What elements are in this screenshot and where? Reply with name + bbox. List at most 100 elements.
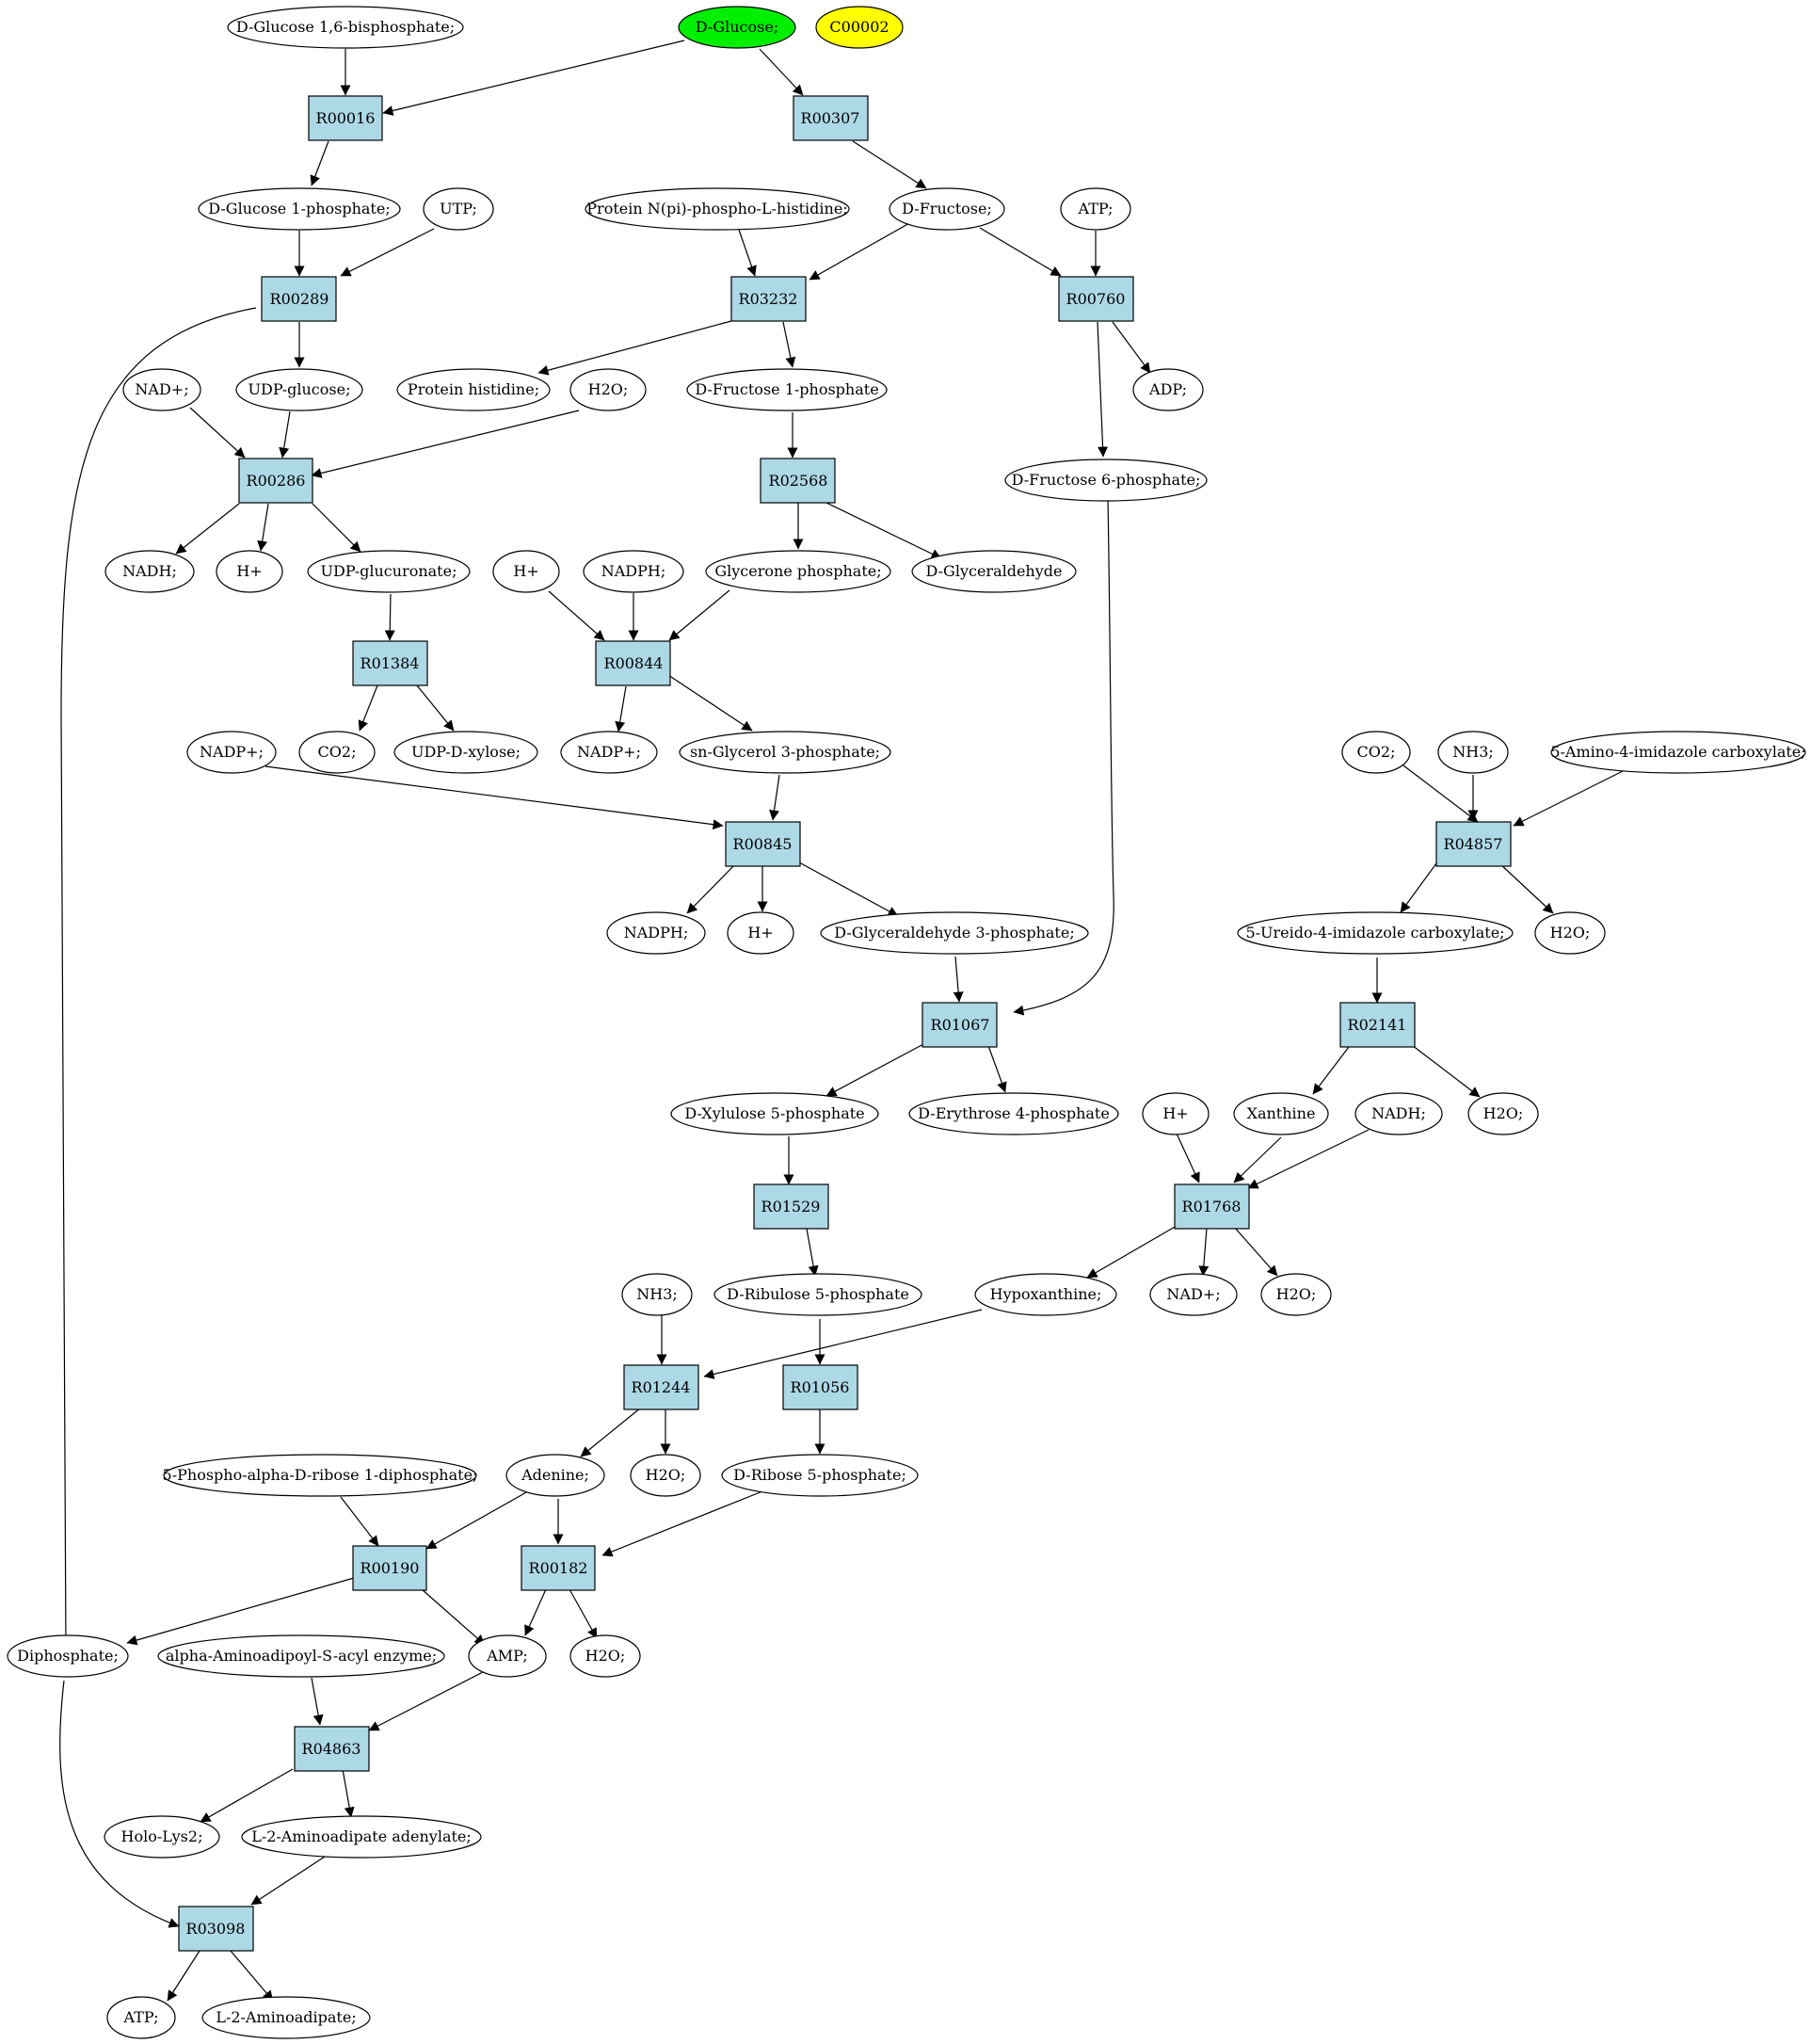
compound-node[interactable]: H2O; (569, 1634, 641, 1678)
compound-node[interactable]: D-Ribulose 5-phosphate (713, 1273, 922, 1316)
edge (126, 1577, 355, 1646)
compound-node[interactable]: UDP-D-xylose; (393, 731, 538, 774)
compound-node[interactable]: D-Glucose 1-phosphate; (198, 187, 401, 231)
compound-label: UDP-glucose; (248, 380, 351, 398)
compound-node[interactable]: D-Xylulose 5-phosphate (670, 1092, 879, 1135)
compound-node[interactable]: NADPH; (583, 550, 684, 593)
compound-node[interactable]: D-Glucose 1,6-bisphosphate; (227, 6, 464, 49)
compound-node[interactable]: Protein N(pi)-phospho-L-histidine; (585, 187, 850, 231)
reaction-node[interactable]: R01384 (352, 640, 428, 686)
compound-node[interactable]: NADPH; (606, 911, 706, 955)
compound-node[interactable]: UDP-glucose; (235, 368, 363, 411)
edge (1513, 769, 1626, 827)
compound-node[interactable]: NAD+; (122, 368, 201, 411)
compound-label: D-Glucose 1,6-bisphosphate; (236, 18, 455, 36)
compound-label: UDP-D-xylose; (411, 743, 521, 761)
compound-node[interactable]: Protein histidine; (396, 368, 551, 411)
compound-node[interactable]: 5-Ureido-4-imidazole carboxylate; (1237, 911, 1514, 955)
compound-node[interactable]: ADP; (1132, 368, 1204, 411)
target-compound-node[interactable]: C00002 (815, 6, 904, 49)
compound-node[interactable]: H+ (1142, 1092, 1210, 1135)
compound-label: UDP-glucuronate; (321, 562, 457, 580)
compound-node[interactable]: NAD+; (1149, 1273, 1238, 1316)
compound-label: D-Xylulose 5-phosphate (684, 1104, 864, 1122)
compound-node[interactable]: D-Fructose 6-phosphate; (1004, 459, 1208, 502)
compound-node[interactable]: H+ (216, 550, 283, 593)
reaction-label: R00289 (270, 290, 329, 308)
reaction-label: R04863 (302, 1740, 361, 1758)
compound-node[interactable]: H2O; (630, 1454, 701, 1497)
reaction-node[interactable]: R00286 (238, 458, 313, 504)
compound-node[interactable]: D-Glyceraldehyde (911, 550, 1077, 593)
compound-node[interactable]: UDP-glucuronate; (307, 550, 471, 593)
compound-label: 5-Phospho-alpha-D-ribose 1-diphosphate; (163, 1466, 478, 1484)
compound-node[interactable]: Diphosphate; (7, 1634, 129, 1678)
reaction-node[interactable]: R00289 (261, 276, 337, 322)
reaction-node[interactable]: R00844 (595, 640, 671, 686)
compound-node[interactable]: NH3; (621, 1273, 693, 1316)
compound-node[interactable]: NH3; (1437, 731, 1509, 774)
compound-label: H+ (513, 562, 538, 580)
compound-node[interactable]: NADP+; (560, 731, 658, 774)
compound-node[interactable]: Adenine; (505, 1454, 605, 1497)
edge (686, 862, 737, 914)
compound-node[interactable]: D-Erythrose 4-phosphate (908, 1092, 1119, 1135)
start-compound-node[interactable]: D-Glucose; (678, 6, 796, 49)
reaction-node[interactable]: R04863 (294, 1726, 370, 1772)
compound-node[interactable]: H+ (492, 550, 560, 593)
reaction-node[interactable]: R00182 (521, 1545, 596, 1591)
reaction-node[interactable]: R01067 (922, 1002, 998, 1048)
reaction-node[interactable]: R00016 (308, 95, 383, 141)
compound-node[interactable]: 5-Phospho-alpha-D-ribose 1-diphosphate; (163, 1454, 478, 1497)
reaction-node[interactable]: R04857 (1435, 821, 1512, 867)
compound-node[interactable]: sn-Glycerol 3-phosphate; (679, 731, 891, 774)
compound-label: NADPH; (601, 562, 666, 580)
compound-node[interactable]: D-Fructose 1-phosphate (686, 368, 888, 411)
edge (667, 674, 753, 732)
reaction-node[interactable]: R00190 (352, 1545, 427, 1591)
compound-node[interactable]: UTP; (423, 187, 494, 231)
reaction-node[interactable]: R00307 (793, 95, 869, 141)
compound-node[interactable]: H2O; (1467, 1092, 1539, 1135)
compound-label: NADH; (1371, 1104, 1426, 1122)
edge (1400, 862, 1437, 913)
compound-node[interactable]: CO2; (298, 731, 376, 774)
compound-node[interactable]: H2O; (1260, 1273, 1332, 1316)
compound-node[interactable]: D-Ribose 5-phosphate; (721, 1454, 919, 1497)
compound-node[interactable]: NADP+; (186, 731, 277, 774)
reaction-node[interactable]: R02141 (1339, 1002, 1416, 1048)
compound-node[interactable]: Hypoxanthine; (974, 1273, 1117, 1316)
compound-node[interactable]: CO2; (1341, 731, 1411, 774)
compound-node[interactable]: ATP; (106, 1996, 176, 2039)
compound-node[interactable]: H+ (727, 911, 794, 955)
compound-node[interactable]: ATP; (1060, 187, 1131, 231)
compound-node[interactable]: D-Glyceraldehyde 3-phosphate; (820, 911, 1089, 955)
compound-node[interactable]: Glycerone phosphate; (705, 550, 891, 593)
compound-node[interactable]: Xanthine (1233, 1092, 1329, 1135)
reaction-node[interactable]: R01768 (1174, 1183, 1250, 1230)
compound-node[interactable]: NADH; (104, 550, 195, 593)
compound-node[interactable]: alpha-Aminoadipoyl-S-acyl enzyme; (157, 1634, 445, 1678)
reaction-node[interactable]: R01056 (782, 1364, 858, 1410)
edge (340, 228, 435, 277)
compound-node[interactable]: L-2-Aminoadipate; (201, 1996, 371, 2039)
compound-node[interactable]: H2O; (569, 368, 647, 411)
reaction-node[interactable]: R01529 (753, 1183, 829, 1230)
compound-node[interactable]: NADH; (1354, 1092, 1443, 1135)
compound-node[interactable]: D-Fructose; (889, 187, 1005, 231)
compound-label: sn-Glycerol 3-phosphate; (690, 743, 880, 761)
compound-node[interactable]: H2O; (1534, 911, 1606, 955)
reaction-node[interactable]: R00760 (1058, 276, 1134, 322)
compound-node[interactable]: Holo-Lys2; (104, 1815, 220, 1859)
compound-node[interactable]: AMP; (468, 1634, 547, 1678)
reaction-node[interactable]: R02568 (760, 458, 836, 504)
compound-label: Protein histidine; (408, 380, 539, 398)
edge (264, 765, 724, 830)
reaction-node[interactable]: R01244 (623, 1364, 699, 1410)
compound-node[interactable]: L-2-Aminoadipate adenylate; (241, 1815, 482, 1859)
reaction-node[interactable]: R03098 (178, 1906, 254, 1952)
reaction-node[interactable]: R00845 (725, 821, 801, 867)
compound-label: 5-Amino-4-imidazole carboxylate; (1550, 743, 1805, 761)
reaction-node[interactable]: R03232 (730, 276, 807, 322)
compound-node[interactable]: 5-Amino-4-imidazole carboxylate; (1550, 731, 1806, 774)
